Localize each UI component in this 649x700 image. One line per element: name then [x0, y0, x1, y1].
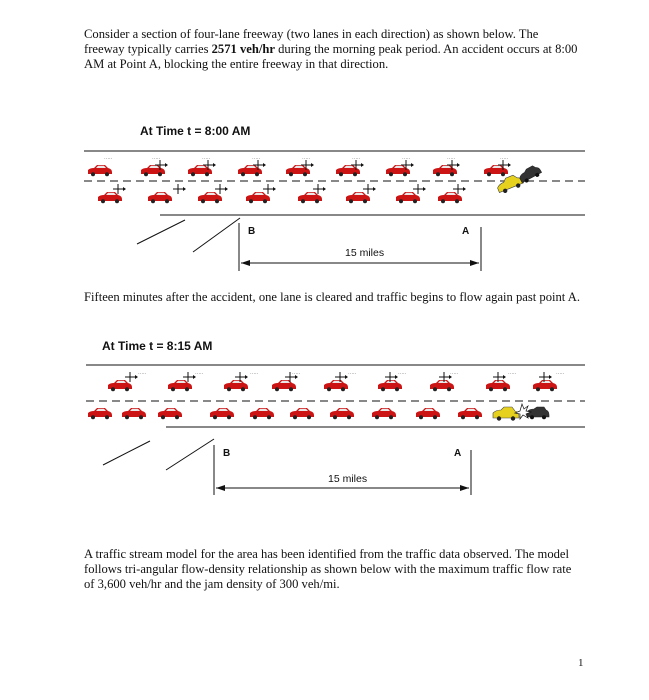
upper-lane-cars	[88, 165, 508, 177]
intro-text-part2: during the morning peak period. An accid…	[84, 42, 578, 71]
svg-text:·····: ·····	[138, 371, 147, 377]
figure1-heading: At Time t = 8:00 AM	[140, 124, 251, 138]
svg-text:·····: ·····	[500, 156, 509, 162]
svg-text:·····: ·····	[447, 156, 456, 162]
svg-text:·····: ·····	[508, 371, 517, 377]
figure1-distance-label: 15 miles	[345, 247, 385, 259]
figure2-heading: At Time t = 8:15 AM	[102, 339, 213, 353]
accident-icon	[497, 174, 524, 193]
intro-text-part1: Consider a section of four-lane freeway …	[84, 27, 539, 56]
lower-lane-cars-815	[88, 408, 482, 420]
svg-text:·····: ·····	[202, 156, 211, 162]
intro-paragraph: Consider a section of four-lane freeway …	[84, 27, 582, 72]
flow-value: 2571 veh/hr	[211, 42, 275, 56]
svg-text:·····: ·····	[450, 371, 459, 377]
svg-text:·····: ·····	[292, 371, 301, 377]
freeway-diagram-815: ····· ····· ····· ····· ····· ····· ····· ···…	[86, 364, 585, 495]
lower-lane-cars	[98, 192, 462, 204]
svg-text:·····: ·····	[252, 156, 261, 162]
svg-text:·····: ·····	[302, 156, 311, 162]
svg-text:·····: ·····	[398, 371, 407, 377]
svg-text:·····: ·····	[352, 156, 361, 162]
svg-text:·····: ·····	[195, 371, 204, 377]
upper-flow-arrows	[154, 159, 512, 171]
figure2-point-a: A	[454, 448, 462, 459]
upper-lane-cars-815	[108, 380, 557, 392]
figure2-point-b: B	[223, 448, 231, 459]
middle-paragraph: Fifteen minutes after the accident, one …	[84, 290, 581, 304]
svg-text:·····: ·····	[402, 156, 411, 162]
figure2-distance-label: 15 miles	[328, 473, 368, 485]
page-number: 1	[578, 657, 584, 669]
freeway-diagram-800: ····· ····· ····· ····· ····· ····· ····· ···…	[84, 150, 585, 271]
figure1-point-a: A	[462, 226, 470, 237]
svg-text:·····: ·····	[348, 371, 357, 377]
figure1-point-b: B	[248, 226, 256, 237]
svg-text:·····: ·····	[104, 156, 113, 162]
accident-icon-815	[492, 402, 550, 421]
svg-text:·····: ·····	[250, 371, 259, 377]
svg-text:·····: ·····	[556, 371, 565, 377]
svg-text:·····: ·····	[152, 156, 161, 162]
closing-paragraph: A traffic stream model for the area has …	[84, 547, 572, 591]
